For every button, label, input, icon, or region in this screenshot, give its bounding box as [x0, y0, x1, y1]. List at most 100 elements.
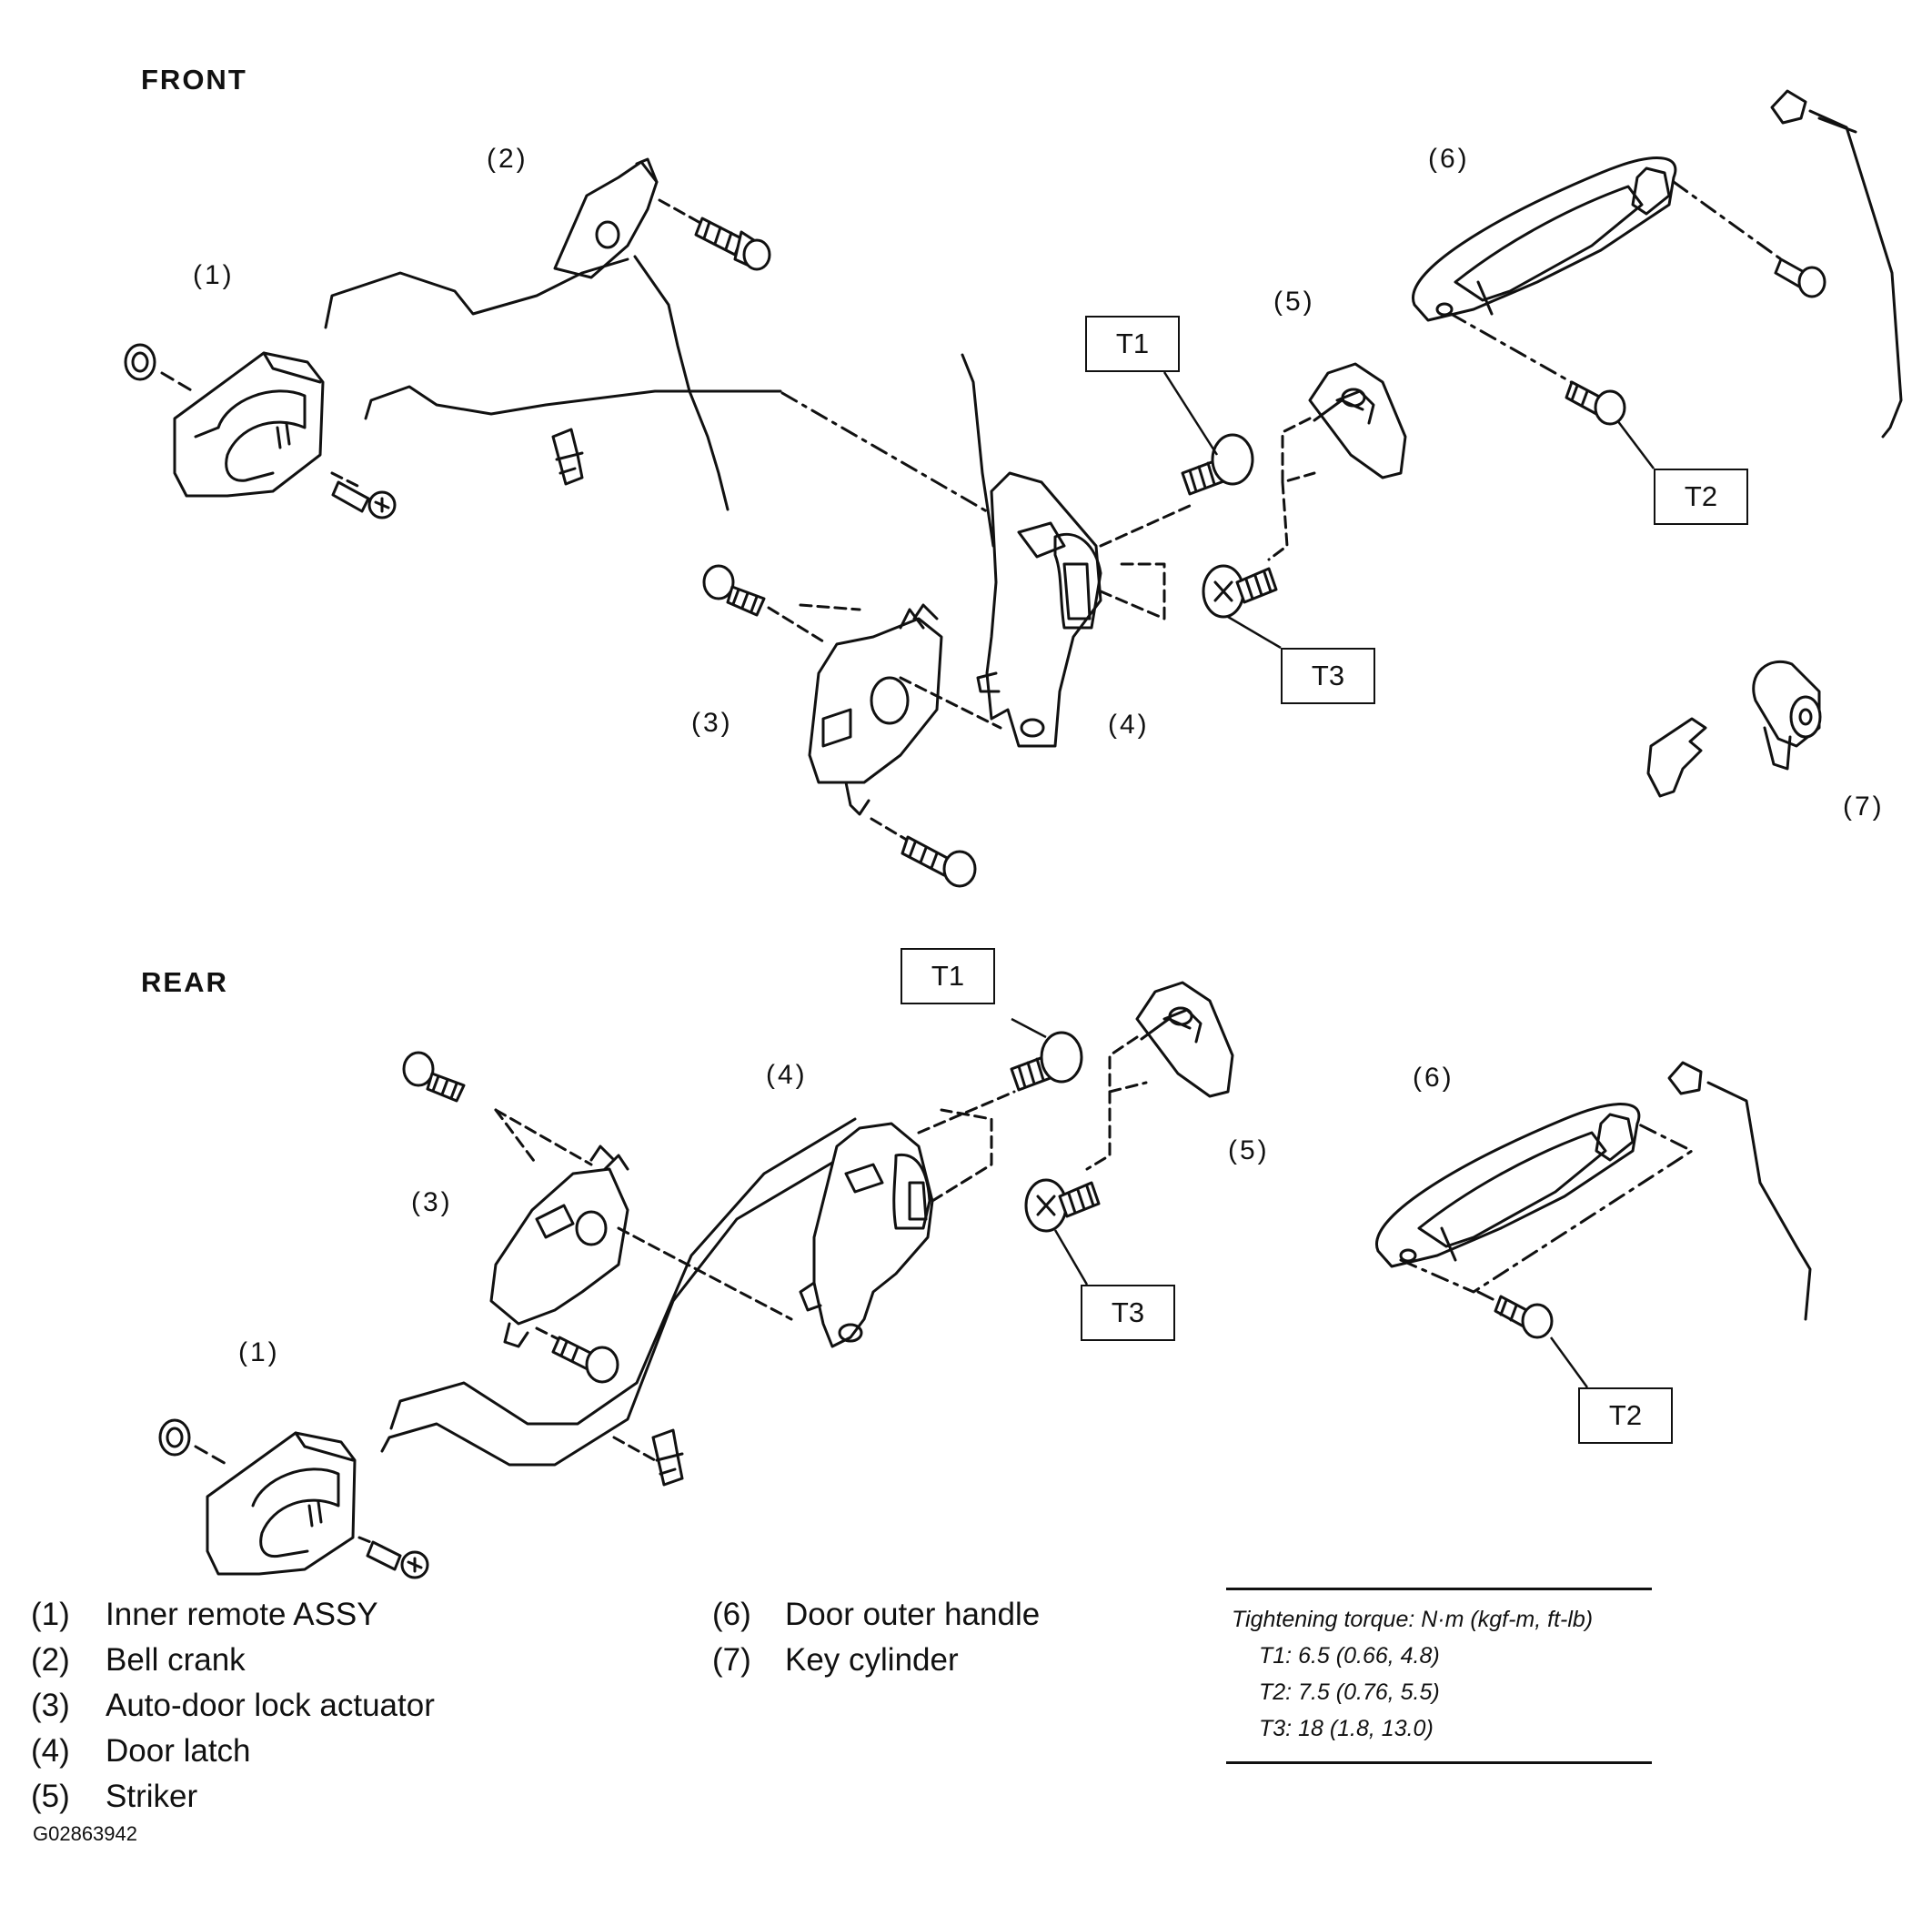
- rear-torque-box-t2: T2: [1578, 1387, 1673, 1444]
- rear-grommet-leader: [194, 1445, 229, 1467]
- front-callout-5: (5): [1273, 287, 1315, 317]
- legend-number: (4): [31, 1733, 70, 1769]
- legend-item: (5) Striker: [31, 1774, 435, 1820]
- legend-number: (3): [31, 1688, 70, 1723]
- parts-legend-right: (6) Door outer handle (7) Key cylinder: [712, 1592, 1040, 1683]
- front-callout-6: (6): [1428, 144, 1470, 174]
- legend-item: (4) Door latch: [31, 1729, 435, 1774]
- rear-door-lock-actuator: [489, 1145, 629, 1348]
- rear-torque-box-t3: T3: [1081, 1285, 1175, 1341]
- rear-striker-leader: [1108, 1035, 1148, 1094]
- rear-callout-1: (1): [238, 1337, 280, 1367]
- front-callout-4: (4): [1108, 710, 1150, 740]
- rear-clip-leader: [612, 1436, 657, 1462]
- front-bellcrank-leader: [658, 198, 702, 225]
- front-latch-leader-2: [1099, 503, 1193, 548]
- rear-callout-6: (6): [1413, 1063, 1454, 1093]
- front-t3-screw: [1202, 564, 1278, 619]
- front-handle-leader: [1449, 312, 1589, 393]
- front-actuator-bolt-bottom: [870, 817, 977, 888]
- front-striker-leader: [1281, 417, 1316, 484]
- front-torque-box-t3: T3: [1281, 648, 1375, 704]
- legend-number: (1): [31, 1597, 70, 1632]
- front-grommet-leader: [160, 371, 195, 393]
- legend-item: (6) Door outer handle: [712, 1592, 1040, 1638]
- figure-code: G02863942: [33, 1822, 137, 1845]
- front-inner-remote-assy: [173, 351, 325, 498]
- front-handle-bolt-right: [1774, 257, 1826, 298]
- front-actuator-leader: [899, 676, 1002, 730]
- front-bellcrank-bolt: [694, 217, 771, 271]
- torque-spec-header: Tightening torque: N·m (kgf-m, ft-lb): [1232, 1607, 1594, 1632]
- legend-number: (5): [31, 1779, 70, 1814]
- legend-number: (7): [712, 1642, 751, 1678]
- front-key-cylinder: [1752, 660, 1822, 771]
- rear-handle-bolt-t2: [1494, 1295, 1554, 1339]
- legend-label: Auto-door lock actuator: [106, 1688, 435, 1723]
- rear-callout-3: (3): [411, 1187, 453, 1217]
- front-remote-bolt: [330, 471, 397, 519]
- rear-latch-leader-2: [917, 1090, 1016, 1135]
- legend-item: (1) Inner remote ASSY: [31, 1592, 435, 1638]
- front-door-lock-actuator: [808, 603, 943, 816]
- front-key-cylinder-clip: [1646, 717, 1707, 798]
- legend-item: (7) Key cylinder: [712, 1638, 1040, 1683]
- rear-handle-rod: [1667, 1061, 1812, 1321]
- torque-spec-t1: T1: 6.5 (0.66, 4.8): [1259, 1643, 1440, 1669]
- rear-callout-5: (5): [1228, 1135, 1270, 1165]
- rear-door-outer-handle: [1375, 1103, 1641, 1268]
- rear-inner-remote-assy: [206, 1431, 357, 1576]
- torque-spec-table: Tightening torque: N·m (kgf-m, ft-lb) T1…: [1226, 1588, 1652, 1764]
- rear-grommet: [158, 1418, 191, 1457]
- rear-t3-screw: [1024, 1178, 1101, 1233]
- legend-number: (2): [31, 1642, 70, 1678]
- front-door-outer-handle: [1412, 156, 1677, 322]
- legend-number: (6): [712, 1597, 751, 1632]
- front-callout-1: (1): [193, 260, 235, 290]
- front-handle-bolt-t2: [1565, 380, 1626, 426]
- rear-actuator-leader: [617, 1226, 793, 1321]
- parts-legend-left: (1) Inner remote ASSY (2) Bell crank (3) Au…: [31, 1592, 435, 1820]
- rear-striker-leader-2: [1085, 1090, 1112, 1171]
- rear-rods: [380, 1117, 857, 1467]
- rear-actuator-bolt-bottom: [535, 1326, 619, 1384]
- front-torque-box-t2: T2: [1654, 469, 1748, 525]
- rear-remote-bolt: [357, 1536, 429, 1579]
- front-callout-7: (7): [1843, 792, 1885, 822]
- legend-item: (3) Auto-door lock actuator: [31, 1683, 435, 1729]
- front-bell-crank: [553, 157, 659, 279]
- rear-handle-leader: [1399, 1122, 1694, 1294]
- front-latch-leader: [1099, 562, 1166, 620]
- rear-torque-box-t1: T1: [901, 948, 995, 1004]
- rear-callout-4: (4): [766, 1060, 808, 1090]
- rear-rod-clip: [651, 1428, 684, 1487]
- rear-latch-leader: [931, 1108, 993, 1203]
- rear-striker: [1135, 981, 1234, 1098]
- front-door-latch: [976, 471, 1102, 748]
- rear-section-title: REAR: [141, 966, 228, 998]
- legend-item: (2) Bell crank: [31, 1638, 435, 1683]
- front-rod-clip: [551, 428, 584, 486]
- front-callout-3: (3): [691, 708, 733, 738]
- front-handle-rod: [1770, 89, 1903, 439]
- legend-label: Key cylinder: [785, 1642, 959, 1678]
- rear-door-latch: [799, 1122, 934, 1348]
- front-section-title: FRONT: [141, 64, 247, 96]
- torque-spec-t2: T2: 7.5 (0.76, 5.5): [1259, 1679, 1440, 1705]
- legend-label: Bell crank: [106, 1642, 246, 1678]
- front-torque-box-t1: T1: [1085, 316, 1180, 372]
- front-grommet: [124, 343, 156, 381]
- legend-label: Door outer handle: [785, 1597, 1041, 1632]
- front-rods: [324, 255, 995, 548]
- front-handle-leader-2: [1672, 180, 1789, 266]
- front-striker: [1308, 362, 1407, 479]
- legend-label: Striker: [106, 1779, 198, 1814]
- front-striker-leader-2: [1267, 480, 1289, 561]
- legend-label: Door latch: [106, 1733, 251, 1769]
- rear-t1-screw: [1010, 1031, 1083, 1092]
- front-rod-leader: [780, 391, 993, 516]
- rear-actuator-bolt-top: [402, 1051, 593, 1166]
- legend-label: Inner remote ASSY: [106, 1597, 378, 1632]
